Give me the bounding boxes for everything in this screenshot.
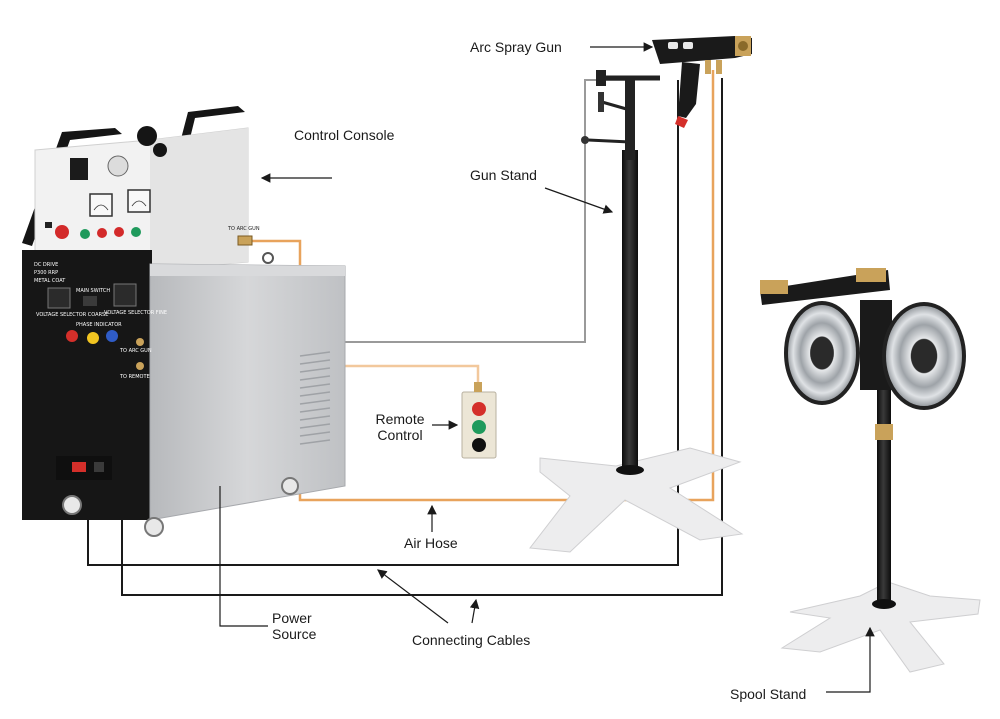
air-hose-line: [250, 70, 715, 502]
arrow-gun-stand: [544, 187, 614, 214]
arrow-connecting-cable-1: [377, 569, 449, 624]
remote-connector: [136, 362, 144, 370]
cabinet-body: [149, 263, 346, 521]
leader-power-source: [219, 486, 268, 627]
label-power-line2: Source: [272, 626, 317, 642]
label-remote-control: Remote Control: [368, 411, 432, 443]
remote-red-button: [472, 402, 486, 416]
connecting-cable-1: [87, 80, 679, 566]
console-green-button-1: [80, 229, 90, 239]
leader-lines: [219, 42, 875, 693]
gun-connector: [136, 338, 144, 346]
label-connecting-cables: Connecting Cables: [412, 632, 531, 648]
cabinet-louvres: [299, 351, 331, 445]
label-arc-spray-gun: Arc Spray Gun: [470, 39, 562, 55]
phase-blue-lamp: [106, 330, 118, 342]
phase-red-lamp: [66, 330, 78, 342]
left-handle: [22, 128, 122, 246]
wheels: [62, 477, 299, 537]
voltage-selector-coarse: [47, 287, 71, 309]
label-remote-line2: Control: [377, 427, 423, 443]
spool-stand: [760, 268, 981, 673]
label-power-line1: Power: [272, 610, 312, 626]
badge-line2: P300 RRP: [34, 270, 58, 276]
gun-stand-pole-lower: [622, 150, 638, 470]
badge-line3: METAL COAT: [34, 278, 66, 284]
wire-spool-left: [784, 301, 860, 405]
console-to-gun-label: TO ARC GUN: [227, 226, 260, 232]
arc-spray-gun: [652, 36, 752, 128]
console-knob: [137, 126, 157, 146]
phase-yellow-lamp: [87, 332, 99, 344]
gun-stand-pole-upper: [625, 80, 635, 160]
phase-indicator-label: PHASE INDICATOR: [76, 322, 122, 328]
spool-stand-pole: [877, 390, 891, 604]
gun-handle: [678, 62, 700, 118]
console-green-button-2: [131, 227, 141, 237]
label-power-source: Power Source: [272, 610, 316, 642]
remote-green-button: [472, 420, 486, 434]
gun-stand-base: [529, 447, 744, 553]
arrow-spool-stand: [826, 626, 875, 693]
to-remote-label: TO REMOTE: [119, 374, 150, 380]
label-control-console: Control Console: [294, 127, 395, 143]
voltage-selector-fine: [113, 283, 137, 307]
label-remote-line1: Remote: [375, 411, 425, 427]
console-red-button-2: [97, 228, 107, 238]
output-terminal-red: [72, 462, 86, 472]
voltage-fine-label: VOLTAGE SELECTOR FINE: [104, 310, 167, 316]
wire-spool-right: [882, 302, 966, 410]
main-switch-label: MAIN SWITCH: [76, 288, 110, 294]
spool-stand-base: [780, 581, 981, 673]
voltage-coarse-label: VOLTAGE SELECTOR COARSE: [36, 312, 108, 318]
console-dial: [107, 155, 129, 177]
label-gun-stand: Gun Stand: [470, 167, 537, 183]
gun-stand: [529, 70, 744, 553]
console-red-button-1: [55, 225, 69, 239]
connecting-cable-2: [121, 78, 723, 596]
arrow-connecting-cable-2: [469, 598, 480, 624]
main-switch: [83, 296, 97, 306]
remote-control: [461, 382, 497, 459]
badge-line1: DC DRIVE: [34, 262, 58, 268]
label-spool-stand: Spool Stand: [730, 686, 807, 702]
power-source-machine: DC DRIVE P300 RRP METAL COAT MAIN SWITCH…: [22, 106, 346, 537]
remote-black-knob: [472, 438, 486, 452]
to-arc-gun-label: TO ARC GUN: [119, 348, 152, 354]
console-air-connector: [237, 235, 253, 246]
label-air-hose: Air Hose: [404, 535, 458, 551]
console-display: [70, 158, 88, 180]
console-red-button-3: [114, 227, 124, 237]
